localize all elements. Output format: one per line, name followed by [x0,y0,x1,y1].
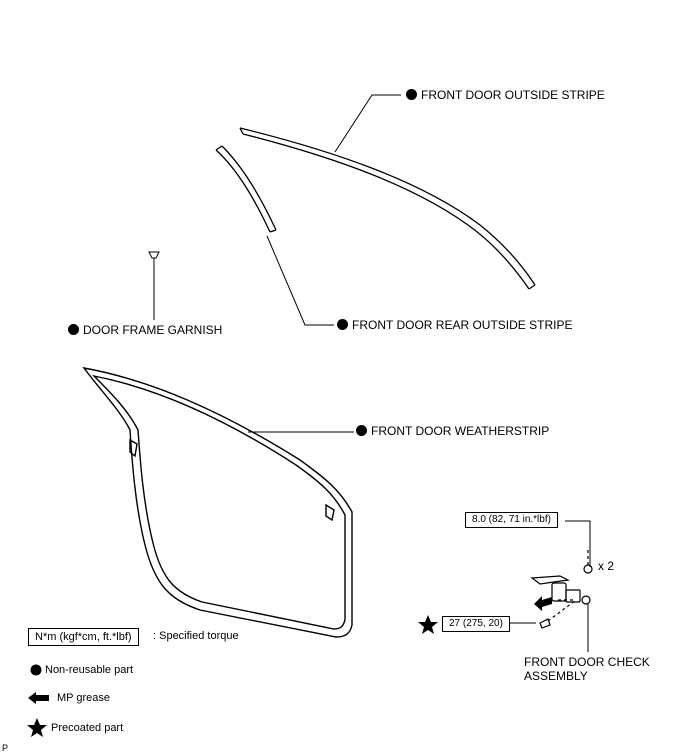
legend-arrow-icon [28,692,49,704]
legend-non-reusable: Non-reusable part [45,664,134,676]
non-reusable-dot-icon [356,425,367,436]
weatherstrip-label: FRONT DOOR WEATHERSTRIP [356,424,549,438]
check-assembly-line1: FRONT DOOR CHECK [524,655,650,669]
bolt-count-label: x 2 [598,559,615,573]
outside-stripe-label: FRONT DOOR OUTSIDE STRIPE [406,88,605,102]
legend-torque-box: N*m (kgf*cm, ft.*lbf) [28,628,139,646]
leader-lines [153,94,591,652]
non-reusable-dot-icon [337,319,348,330]
non-reusable-dot-icon [68,324,79,335]
legend-mp-grease: MP grease [57,692,110,704]
rear-outside-stripe-label: FRONT DOOR REAR OUTSIDE STRIPE [337,318,572,332]
check-assembly-label: FRONT DOOR CHECK ASSEMBLY [524,655,650,683]
precoated-star-icon [418,615,438,634]
weatherstrip-part [82,366,353,638]
torque-upper-box: 8.0 (82, 71 in.*lbf) [465,512,558,528]
torque-lower-box: 27 (275, 20) [442,616,510,632]
door-frame-garnish-label: DOOR FRAME GARNISH [68,323,222,337]
legend-dot-icon [30,664,42,676]
check-assembly-line2: ASSEMBLY [524,669,588,683]
corner-mark: P [2,743,9,753]
rear-outside-stripe-part [215,145,277,233]
grease-arrow-icon [534,596,552,611]
check-assembly-part [530,550,593,629]
legend-star-icon [27,718,47,737]
legend-torque-desc: : Specified torque [153,630,239,642]
garnish-clip-part [148,251,160,262]
outside-stripe-part [239,127,536,290]
legend-precoated: Precoated part [51,722,124,734]
non-reusable-dot-icon [406,89,417,100]
